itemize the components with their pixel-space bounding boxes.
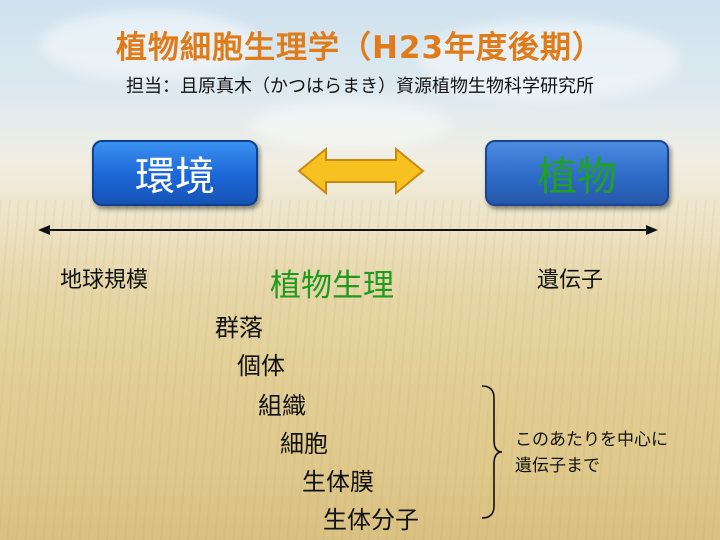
level-item: 群落 bbox=[215, 314, 263, 342]
environment-box: 環境 bbox=[92, 140, 258, 206]
background-cloud bbox=[250, 100, 450, 150]
note-line-2: 遺伝子まで bbox=[515, 456, 600, 476]
background-cloud bbox=[40, 10, 260, 80]
label-global-scale: 地球規模 bbox=[60, 268, 149, 293]
slide-subtitle: 担当：且原真木（かつはらまき）資源植物生物科学研究所 bbox=[126, 76, 594, 97]
level-item: 細胞 bbox=[280, 430, 328, 458]
slide-title: 植物細胞生理学（H23年度後期） bbox=[115, 30, 605, 66]
level-item: 個体 bbox=[237, 352, 285, 380]
plant-box: 植物 bbox=[485, 140, 669, 206]
wheat-field-background bbox=[0, 200, 720, 540]
background-cloud bbox=[420, 20, 680, 100]
level-item: 生体膜 bbox=[302, 468, 374, 496]
scale-axis-arrow bbox=[38, 225, 658, 235]
label-plant-physiology: 植物生理 bbox=[270, 268, 394, 304]
note-text: このあたりを中心に 遺伝子まで bbox=[515, 427, 668, 479]
note-line-1: このあたりを中心に bbox=[515, 430, 668, 450]
right-brace-icon bbox=[481, 385, 503, 519]
double-arrow-icon bbox=[297, 146, 425, 196]
level-item: 生体分子 bbox=[323, 506, 419, 534]
level-item: 組織 bbox=[258, 392, 306, 420]
label-gene: 遺伝子 bbox=[537, 268, 604, 293]
